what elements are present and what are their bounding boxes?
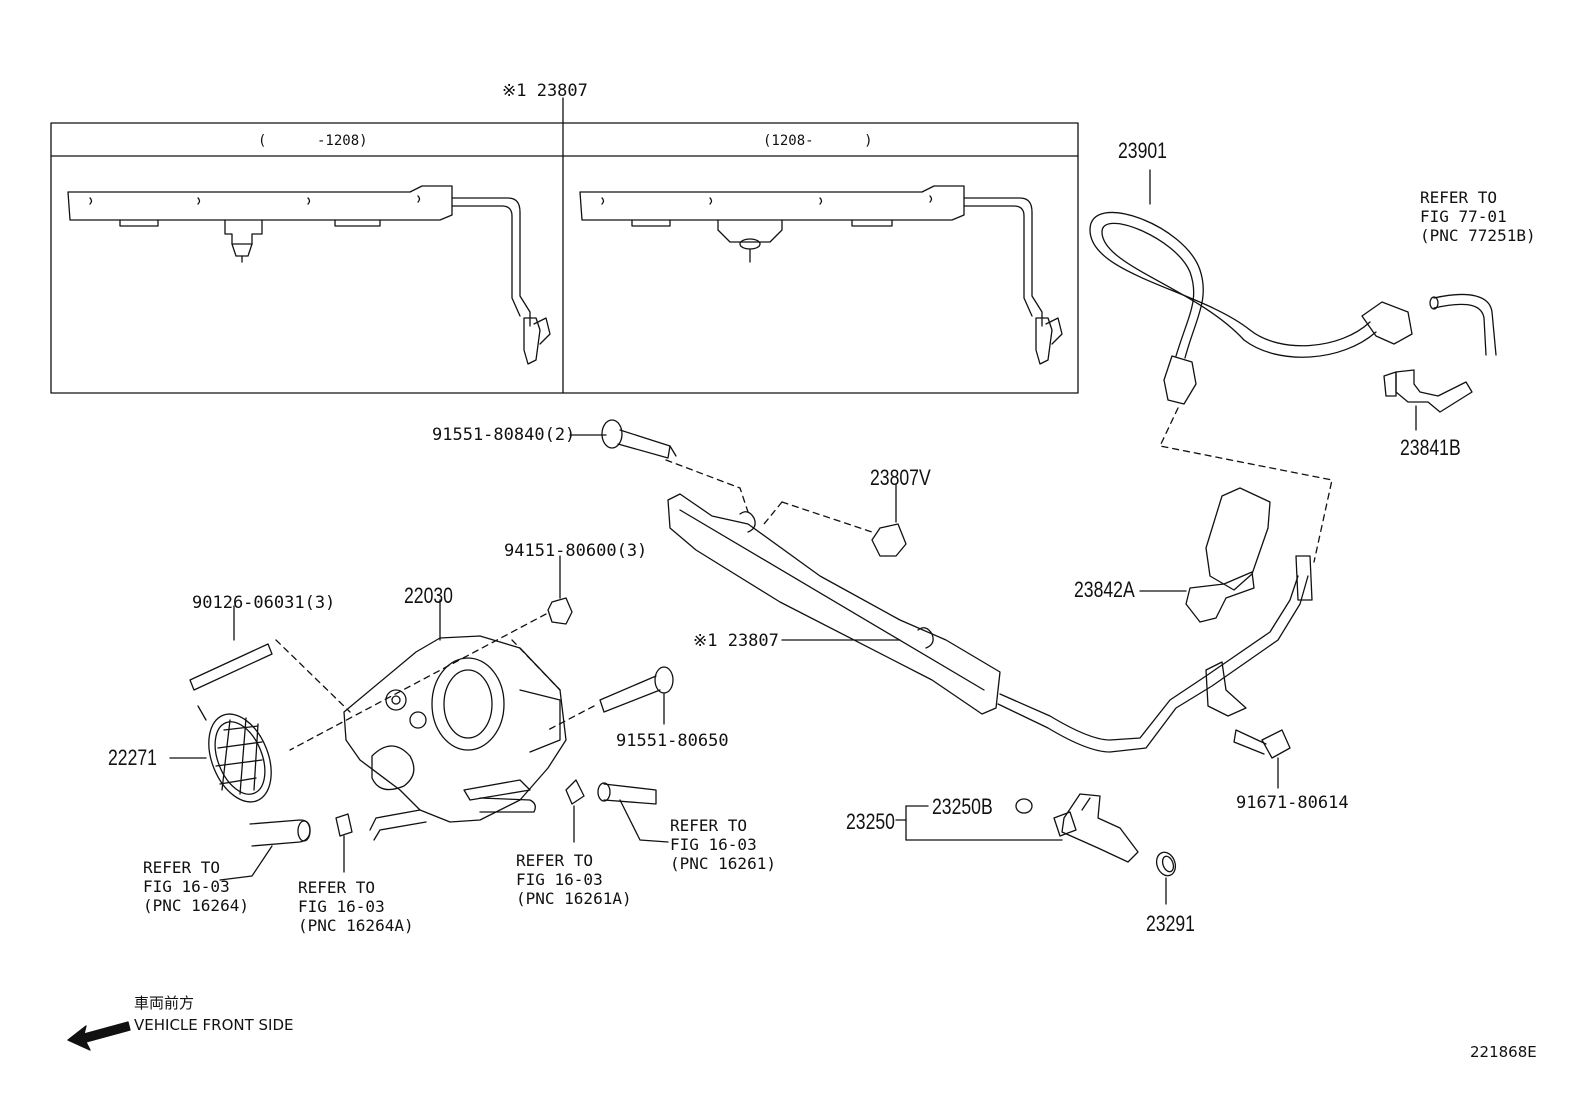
front-label-jp: 車両前方	[134, 994, 195, 1012]
fuel-hose	[1089, 169, 1497, 405]
bolt-91551-80840	[569, 419, 749, 513]
front-arrow	[67, 1021, 131, 1051]
inset-rail-left	[67, 185, 551, 365]
ref-fig-16-03-16261a: REFER TO FIG 16-03 (PNC 16261A)	[516, 851, 632, 908]
label-23901: 23901	[1118, 138, 1167, 163]
ring-23291	[1155, 851, 1177, 905]
label-inset-part: ※1 23807	[502, 81, 588, 101]
label-inset-left: ( -1208)	[258, 133, 368, 149]
label-23807v: 23807V	[870, 465, 931, 490]
collar-23807v	[763, 483, 907, 557]
label-22030: 22030	[404, 583, 453, 608]
clip-23841b	[1383, 369, 1473, 431]
inset-box	[50, 97, 1079, 394]
ref-fig-77-01: REFER TO FIG 77-01 (PNC 77251B)	[1420, 188, 1536, 245]
label-22271: 22271	[108, 745, 157, 770]
bracket-23842a	[1139, 487, 1271, 623]
injector-23250	[895, 793, 1139, 863]
label-inset-right: (1208- )	[763, 133, 873, 149]
label-23250b: 23250B	[932, 794, 993, 819]
front-label-en: VEHICLE FRONT SIDE	[134, 1016, 294, 1034]
label-90126-06031: 90126-06031(3)	[192, 593, 336, 613]
label-94151-80600: 94151-80600(3)	[504, 541, 648, 561]
label-91551-80650: 91551-80650	[616, 731, 729, 751]
label-23291: 23291	[1146, 911, 1195, 936]
label-23842a: 23842A	[1074, 577, 1135, 602]
bolt-91551-80650	[547, 666, 674, 731]
figure-id: 221868E	[1470, 1043, 1537, 1061]
ref-fig-16-03-16261: REFER TO FIG 16-03 (PNC 16261)	[670, 816, 776, 873]
bolt-91671-80614	[1233, 729, 1291, 789]
label-23250: 23250	[846, 809, 895, 834]
ref-fig-16-03-16264a: REFER TO FIG 16-03 (PNC 16264A)	[298, 878, 414, 935]
label-91551-80840: 91551-80840(2)	[432, 425, 576, 445]
label-23841b: 23841B	[1400, 435, 1461, 460]
dashed-hose-rail	[1159, 407, 1333, 563]
label-91671-80614: 91671-80614	[1236, 793, 1349, 813]
label-23807: ※1 23807	[693, 631, 779, 651]
inset-rail-right	[579, 185, 1063, 365]
ref-fig-16-03-16264: REFER TO FIG 16-03 (PNC 16264)	[143, 858, 249, 915]
throttle-body	[343, 599, 567, 841]
nut-94151-80600	[289, 555, 573, 751]
screen-22271	[169, 705, 272, 803]
fuel-rail-main	[667, 493, 1313, 753]
stud-90126-06031	[189, 605, 351, 713]
throttle-hoses	[219, 779, 669, 881]
